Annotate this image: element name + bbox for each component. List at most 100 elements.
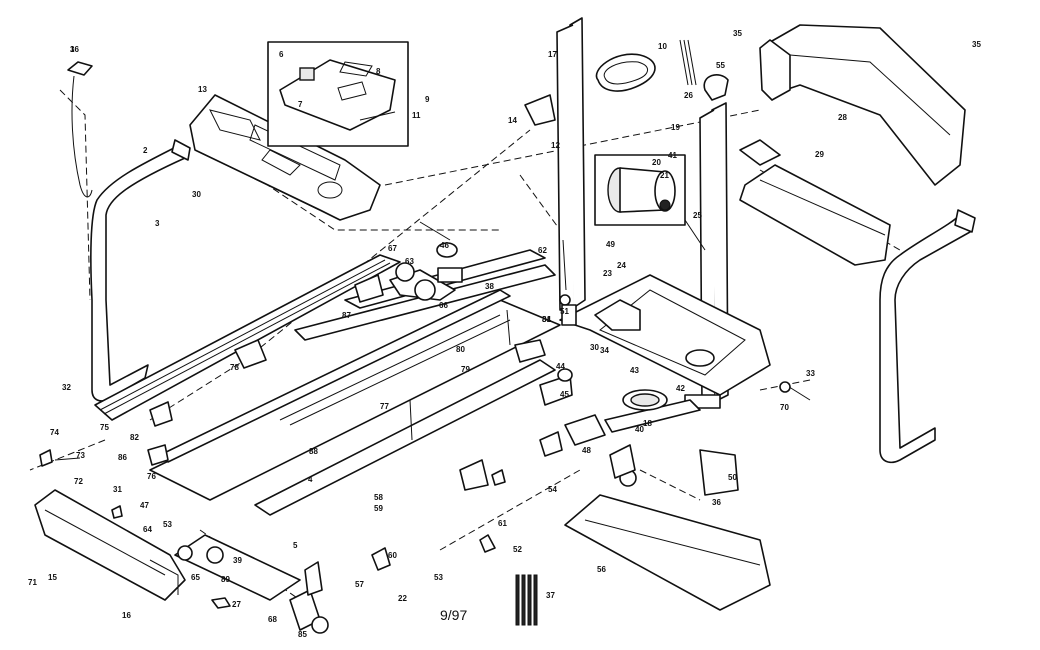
callout-label: 44 <box>556 362 565 371</box>
motor-inset <box>594 154 686 226</box>
callout-label: 75 <box>100 423 109 432</box>
callout-label: 59 <box>374 504 383 513</box>
callout-label: 77 <box>380 402 389 411</box>
callout-label: 56 <box>597 565 606 574</box>
callout-label: 1 <box>70 45 75 54</box>
hood-bracket <box>739 139 891 266</box>
callout-label: 34 <box>600 346 609 355</box>
callout-label: 35 <box>972 40 981 49</box>
callout-label: 5 <box>293 541 298 550</box>
callout-label: 38 <box>485 282 494 291</box>
callout-label: 57 <box>355 580 364 589</box>
callout-label: 74 <box>50 428 59 437</box>
callout-label: 53 <box>163 520 172 529</box>
date-code: 9/97 <box>440 607 467 623</box>
callout-label: 54 <box>548 485 557 494</box>
rear-roller <box>174 534 329 634</box>
callout-label: 7 <box>298 100 303 109</box>
callout-label: 68 <box>268 615 277 624</box>
callout-label: 62 <box>538 246 547 255</box>
callout-label: 41 <box>668 151 677 160</box>
callout-label: 12 <box>551 141 560 150</box>
callout-label: 86 <box>118 453 127 462</box>
callout-label: 66 <box>439 301 448 310</box>
callout-label: 16 <box>122 611 131 620</box>
callout-label: 13 <box>198 85 207 94</box>
callout-label: 50 <box>728 473 737 482</box>
callout-label: 3 <box>155 219 160 228</box>
callout-label: 40 <box>635 425 644 434</box>
callout-label: 46 <box>440 241 449 250</box>
callout-label: 22 <box>398 594 407 603</box>
callout-label: 42 <box>676 384 685 393</box>
callout-label: 33 <box>806 369 815 378</box>
treadmill-frame <box>94 242 561 516</box>
bracket-12 <box>524 94 556 126</box>
callout-label: 78 <box>230 363 239 372</box>
callout-label: 37 <box>546 591 555 600</box>
callout-label: 55 <box>716 61 725 70</box>
callout-label: 4 <box>308 475 313 484</box>
callout-label: 85 <box>298 630 307 639</box>
callout-label: 48 <box>582 446 591 455</box>
callout-label: 82 <box>130 433 139 442</box>
callout-label: 70 <box>780 403 789 412</box>
callout-label: 51 <box>560 307 569 316</box>
callout-label: 14 <box>508 116 517 125</box>
rear-end-cap <box>34 489 186 601</box>
callout-label: 19 <box>671 123 680 132</box>
callout-label: 2 <box>143 146 148 155</box>
callout-label: 72 <box>74 477 83 486</box>
callout-label: 30 <box>590 343 599 352</box>
callout-label: 87 <box>342 311 351 320</box>
callout-label: 35 <box>733 29 742 38</box>
callout-label: 84 <box>542 315 551 324</box>
callout-label: 61 <box>498 519 507 528</box>
callout-label: 9 <box>425 95 430 104</box>
callout-label: 52 <box>513 545 522 554</box>
callout-label: 60 <box>388 551 397 560</box>
callout-label: 49 <box>606 240 615 249</box>
callout-label: 20 <box>652 158 661 167</box>
base-frame <box>559 274 771 409</box>
callout-label: 58 <box>374 493 383 502</box>
callout-label: 73 <box>76 451 85 460</box>
callout-label: 47 <box>140 501 149 510</box>
right-handrail <box>879 209 976 464</box>
callout-label: 11 <box>412 111 421 120</box>
callout-label: 76 <box>147 472 156 481</box>
callout-label: 31 <box>113 485 122 494</box>
callout-label: 21 <box>660 171 669 180</box>
callout-label: 32 <box>62 383 71 392</box>
callout-label: 39 <box>233 556 242 565</box>
callout-label: 18 <box>643 419 652 428</box>
callout-label: 6 <box>279 50 284 59</box>
callout-label: 67 <box>388 244 397 253</box>
callout-label: 23 <box>603 269 612 278</box>
display-inset <box>267 41 409 147</box>
callout-label: 10 <box>658 42 667 51</box>
motor-hood <box>759 24 966 186</box>
callout-label: 8 <box>376 67 381 76</box>
callout-label: 28 <box>838 113 847 122</box>
callout-label: 24 <box>617 261 626 270</box>
callout-label: 25 <box>693 211 702 220</box>
callout-label: 89 <box>221 575 230 584</box>
callout-label: 53 <box>434 573 443 582</box>
callout-label: 45 <box>560 390 569 399</box>
console <box>189 94 381 221</box>
callout-label: 71 <box>28 578 37 587</box>
callout-label: 17 <box>548 50 557 59</box>
callout-label: 27 <box>232 600 241 609</box>
callout-label: 80 <box>456 345 465 354</box>
lower-cover <box>564 494 771 611</box>
bolts-group <box>679 39 697 86</box>
callout-label: 15 <box>48 573 57 582</box>
callout-label: 88 <box>309 447 318 456</box>
drive-belt <box>595 53 729 101</box>
callout-label: 64 <box>143 525 152 534</box>
callout-label: 43 <box>630 366 639 375</box>
callout-label: 63 <box>405 257 414 266</box>
